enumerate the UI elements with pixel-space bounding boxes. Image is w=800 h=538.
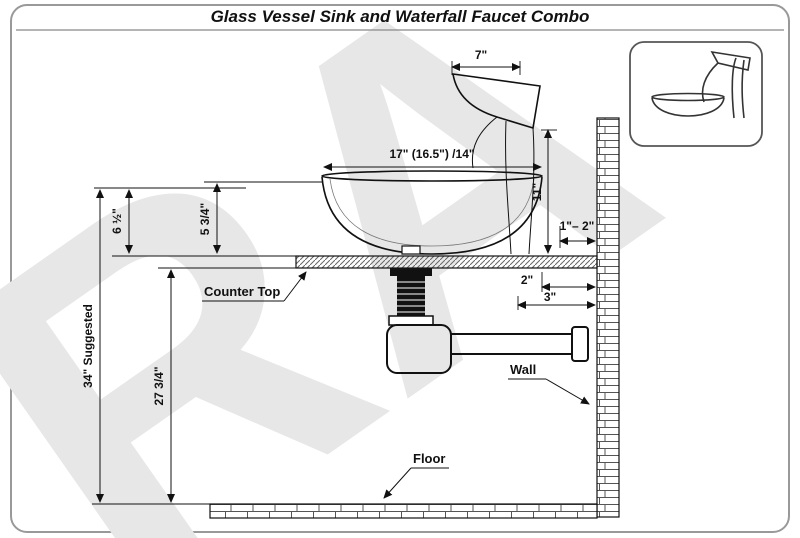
dim-drain-offset-a: 2" — [521, 272, 596, 292]
dim-under-counter: 27 3/4" — [152, 269, 175, 503]
dim-wall-gap: 1"– 2" — [559, 219, 596, 248]
waterfall-faucet — [452, 73, 541, 255]
wall-pipe-flange — [571, 326, 589, 362]
svg-text:1"– 2": 1"– 2" — [560, 219, 595, 233]
watermark: RA — [0, 0, 733, 538]
drain-assembly — [386, 268, 589, 374]
counter-top-slab — [295, 255, 598, 269]
svg-text:11": 11" — [530, 183, 544, 201]
wall-label: Wall — [508, 362, 590, 405]
svg-text:7": 7" — [475, 48, 487, 62]
dim-sink-width: 17" (16.5") /14" — [323, 147, 542, 171]
drain-flange — [390, 268, 432, 276]
svg-text:27 3/4": 27 3/4" — [152, 366, 166, 405]
svg-text:Floor: Floor — [413, 451, 446, 466]
dim-faucet-height: 11" — [530, 129, 552, 254]
outer-border — [10, 4, 790, 533]
svg-text:Counter Top: Counter Top — [204, 284, 280, 299]
sink-drain — [401, 245, 421, 255]
dim-drain-offset-b: 3" — [517, 290, 596, 310]
p-trap — [386, 324, 452, 374]
page-title: Glass Vessel Sink and Waterfall Faucet C… — [211, 7, 590, 26]
wall-bricks — [596, 117, 620, 518]
floor-bricks — [209, 503, 598, 519]
drain-tailpiece — [397, 276, 425, 318]
floor-label: Floor — [383, 451, 449, 499]
svg-text:6 ½": 6 ½" — [110, 208, 124, 234]
svg-text:3": 3" — [544, 290, 556, 304]
svg-text:17" (16.5") /14": 17" (16.5") /14" — [389, 147, 474, 161]
svg-text:2": 2" — [521, 273, 533, 287]
dim-faucet-width: 7" — [451, 48, 521, 75]
svg-text:Wall: Wall — [510, 362, 536, 377]
vessel-sink — [321, 170, 543, 255]
svg-text:5 3/4": 5 3/4" — [198, 203, 212, 235]
counter-top-label: Counter Top — [202, 271, 307, 302]
dim-vessel-height: 6 ½" — [110, 189, 133, 254]
svg-text:34" Suggested: 34" Suggested — [81, 304, 95, 388]
dim-sink-depth: 5 3/4" — [198, 183, 221, 254]
inset-thumbnail — [629, 41, 763, 147]
trap-nut — [388, 315, 434, 326]
inset-sink-faucet-icon — [651, 50, 751, 119]
dim-counter-height: 34" Suggested — [81, 189, 104, 503]
